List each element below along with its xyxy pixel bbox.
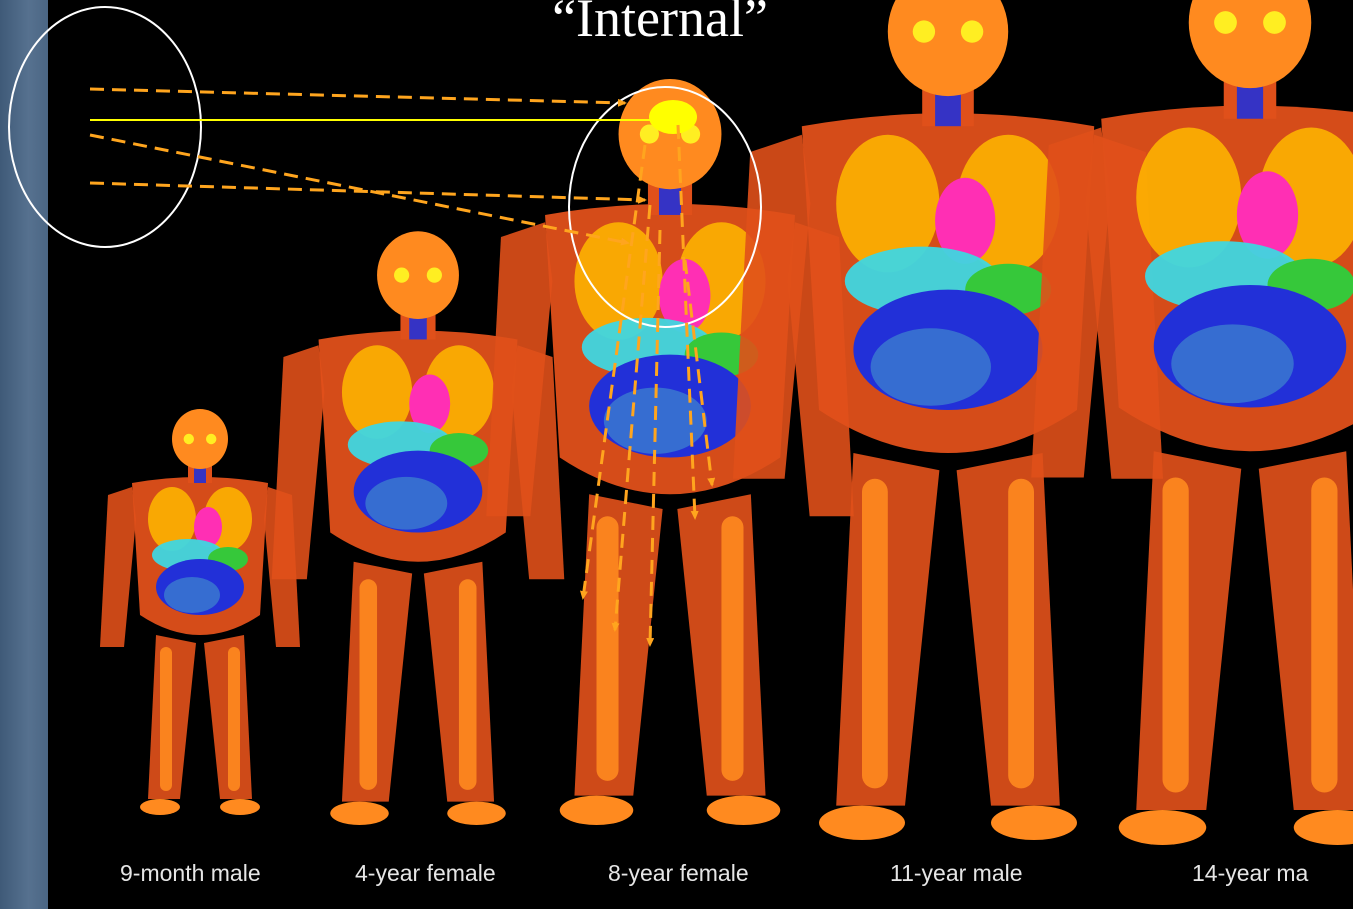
dashed-arrow-1 bbox=[90, 89, 625, 103]
source-spot bbox=[649, 100, 697, 134]
source-circle bbox=[9, 7, 201, 247]
dashed-arrow-2 bbox=[90, 135, 628, 243]
dashed-arrow-5 bbox=[615, 205, 650, 630]
dashed-arrow-6 bbox=[650, 230, 660, 645]
dashed-arrow-3 bbox=[90, 183, 645, 200]
